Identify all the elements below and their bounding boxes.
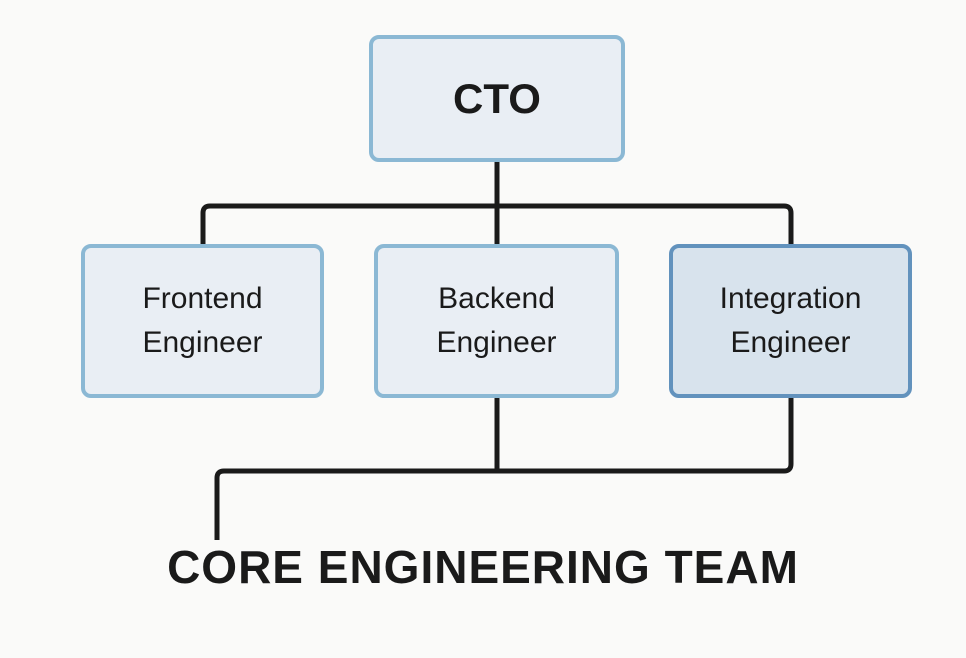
node-label-line1: Integration [719,282,862,315]
node-label-line2: Engineer [730,326,851,359]
connector-top-bus [200,203,794,244]
node-label-line2: Engineer [142,326,263,359]
node-label-line1: Backend [438,282,555,315]
node-label-line1: Frontend [142,282,263,315]
node-label-line2: Engineer [436,326,557,359]
cto-label: CTO [453,74,541,122]
cto-node: CTO [369,35,625,162]
team-title: CORE ENGINEERING TEAM [167,541,799,593]
connector-bottom-bus [214,398,794,540]
